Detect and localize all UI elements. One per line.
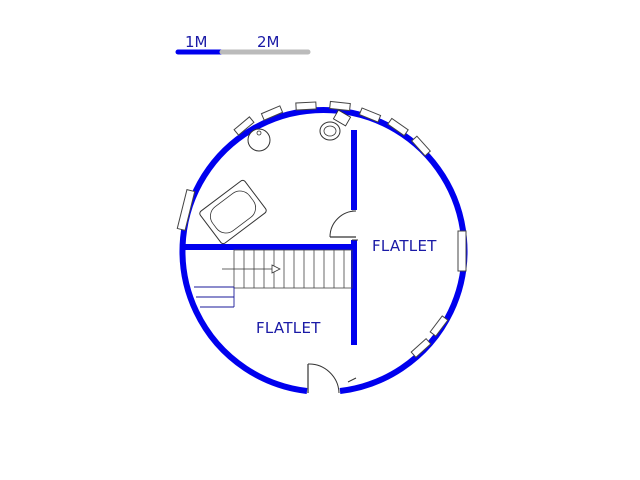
door-swing-icon (307, 210, 358, 394)
bathtub-icon (199, 179, 267, 245)
toilet-icon (319, 109, 352, 141)
scale-label-1m: 1M (185, 33, 208, 51)
stairs-icon (194, 249, 353, 308)
interior-walls (181, 130, 357, 345)
room-label-flatlet-south: FLATLET (256, 319, 321, 337)
scale-label-2m: 2M (257, 33, 280, 51)
basin-icon (247, 128, 271, 152)
room-label-flatlet-east: FLATLET (372, 237, 437, 255)
window-icon (176, 100, 467, 358)
outer-wall (179, 107, 468, 394)
